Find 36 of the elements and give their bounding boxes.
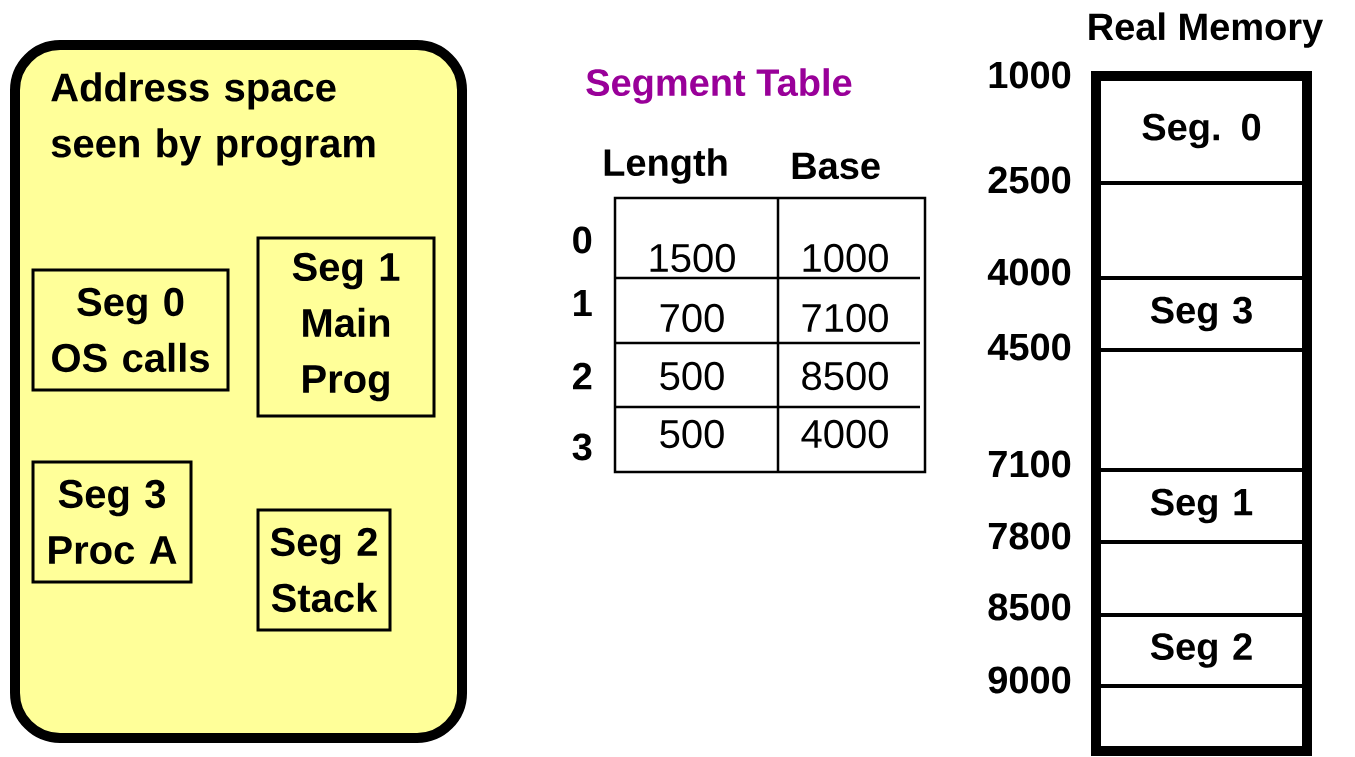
node-label: Real Memory — [1089, 12, 1324, 48]
segment-box: Seg 0 OS calls — [31, 268, 230, 392]
address-label: 2500 — [988, 166, 1071, 194]
row-index: 2 — [573, 362, 592, 390]
table-cell: 7100 — [802, 303, 888, 333]
row-index: 3 — [572, 433, 592, 461]
table-cell: 8500 — [802, 361, 888, 391]
table-title: Segment Table — [586, 68, 852, 104]
row-index: 0 — [573, 226, 592, 254]
address-label: 7800 — [988, 522, 1071, 550]
memory-block: Seg 1 — [1099, 470, 1304, 542]
address-label: 4000 — [987, 258, 1071, 286]
segment-box: Seg 1 Main Prog — [256, 236, 436, 418]
column-header: Length — [604, 148, 727, 184]
address-label: 4500 — [987, 333, 1071, 361]
segment-box: Seg 3 Proc A — [31, 460, 193, 584]
row-index: 1 — [574, 289, 592, 317]
column-header: Base — [792, 152, 880, 180]
free-block — [1099, 350, 1304, 470]
memory-block: Seg 2 — [1099, 615, 1304, 686]
table-cell: 700 — [660, 303, 724, 333]
segment-box: Seg 2 Stack — [256, 508, 392, 632]
address-label: 7100 — [988, 450, 1071, 478]
table-cell: 500 — [660, 361, 724, 391]
table-cell: 4000 — [801, 419, 888, 449]
table-cell: 1500 — [650, 243, 735, 273]
free-block — [1099, 183, 1304, 278]
table-cell: 500 — [660, 419, 724, 449]
memory-block: Seg. 0 — [1099, 79, 1304, 183]
table-cell: 1000 — [803, 243, 888, 273]
memory-block: Seg 3 — [1099, 278, 1304, 350]
address-label: 1000 — [989, 61, 1071, 89]
address-label: 9000 — [988, 666, 1071, 694]
address-label: 8500 — [988, 593, 1071, 621]
free-block — [1099, 686, 1304, 748]
free-block — [1099, 542, 1304, 615]
